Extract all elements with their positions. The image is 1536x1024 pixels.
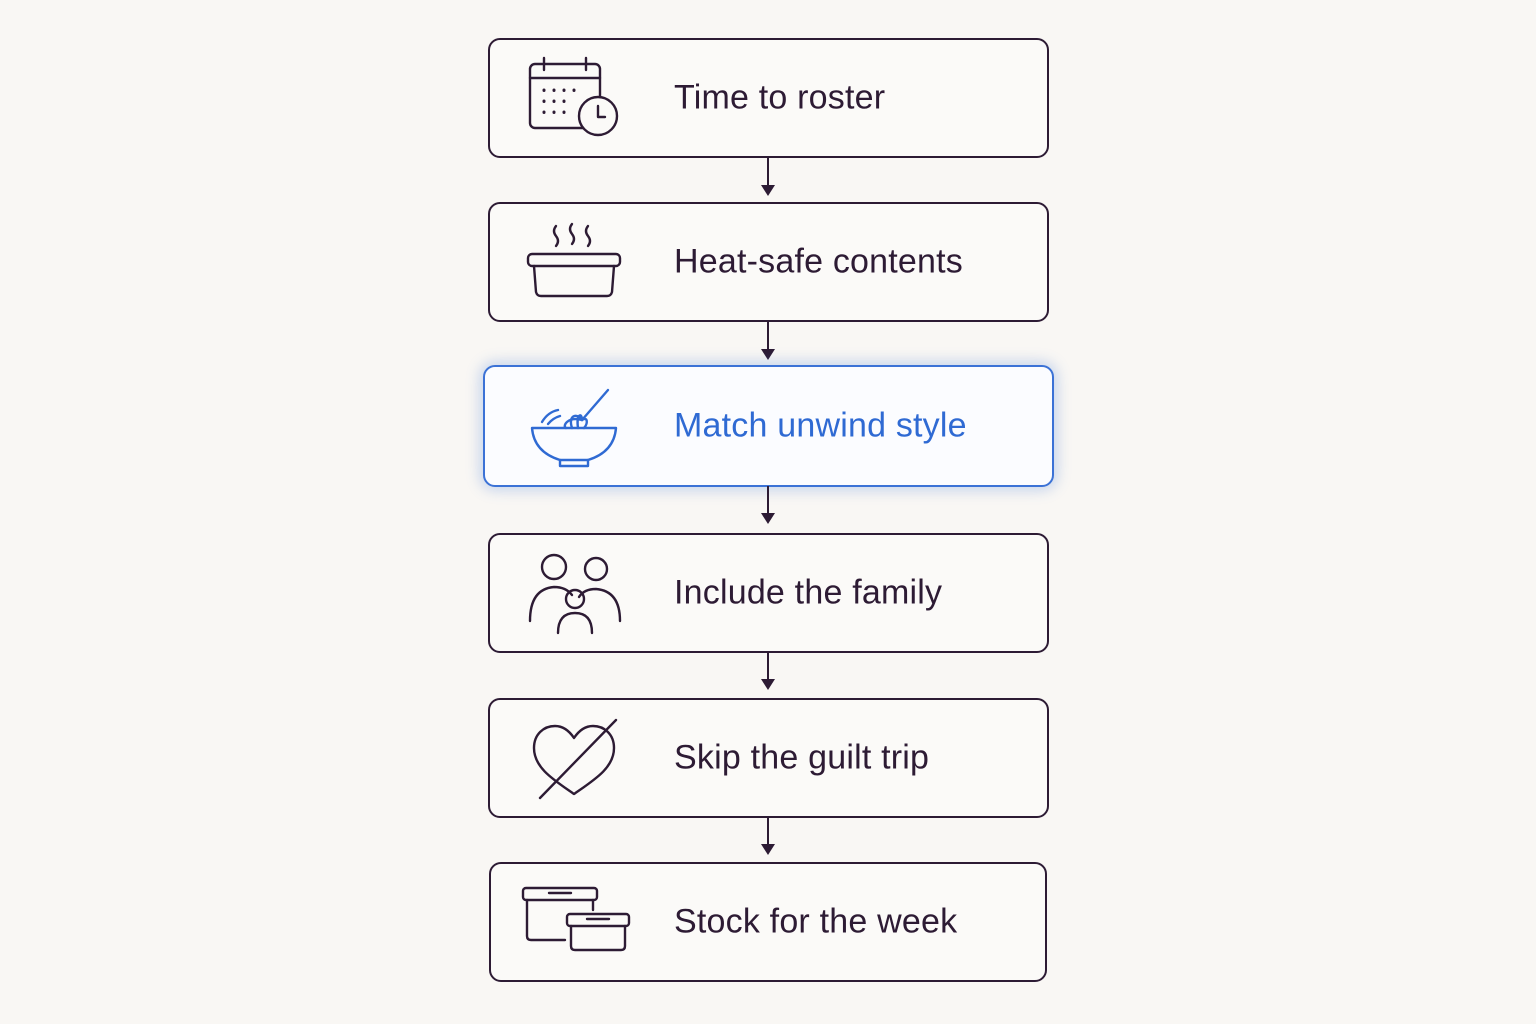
step-label: Heat-safe contents (674, 242, 963, 281)
step-time-to-roster[interactable]: Time to roster (488, 38, 1049, 158)
arrow-down-icon (761, 320, 775, 360)
calendar-clock-icon (524, 56, 624, 140)
arrow-down-icon (761, 652, 775, 690)
step-label: Include the family (674, 573, 943, 612)
crossed-heart-icon (524, 716, 624, 800)
step-match-unwind-style[interactable]: Match unwind style (483, 365, 1054, 487)
arrow-down-icon (761, 817, 775, 855)
step-include-the-family[interactable]: Include the family (488, 533, 1049, 653)
arrow-down-icon (761, 486, 775, 524)
step-label: Skip the guilt trip (674, 738, 930, 777)
step-label: Time to roster (674, 78, 886, 117)
mixing-bowl-whisk-icon (524, 384, 624, 468)
step-skip-the-guilt-trip[interactable]: Skip the guilt trip (488, 698, 1049, 818)
food-containers-icon (521, 880, 631, 964)
step-heat-safe-contents[interactable]: Heat-safe contents (488, 202, 1049, 322)
family-icon (524, 551, 624, 635)
steaming-dish-icon (524, 220, 624, 304)
arrow-down-icon (761, 156, 775, 196)
step-label: Match unwind style (674, 406, 967, 445)
step-stock-for-the-week[interactable]: Stock for the week (489, 862, 1047, 982)
step-label: Stock for the week (674, 902, 958, 941)
